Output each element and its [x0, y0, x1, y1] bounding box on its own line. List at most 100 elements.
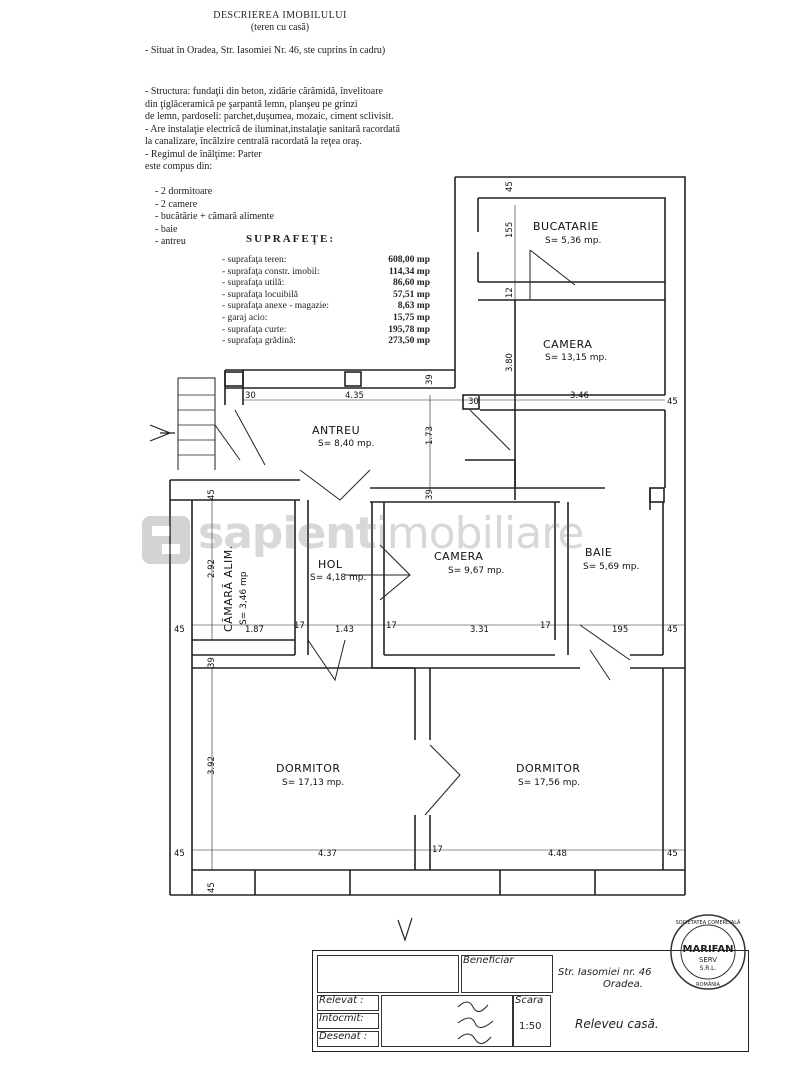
dimension-label: 39	[425, 489, 435, 500]
dimension-label: 12	[505, 287, 515, 298]
title-block-cell	[461, 955, 553, 993]
room-list-item: - 2 camere	[155, 198, 198, 210]
signature-icon	[457, 1001, 494, 1044]
watermark-text: sapientimobiliare	[198, 508, 584, 559]
stairs	[178, 394, 215, 456]
wall-line	[225, 369, 455, 389]
company-stamp: MARIFAN SERV S.R.L. SOCIETATEA COMERCIAL…	[668, 912, 748, 992]
room-area: S= 4,18 mp.	[310, 573, 366, 583]
room-name: CĂMARĂ ALIM.	[222, 545, 235, 632]
door-swing	[307, 639, 346, 682]
surface-value: 195,78 mp	[388, 324, 430, 335]
dimension-label: 4.37	[318, 849, 337, 859]
room-list-item: - bucătărie + cămară alimente	[155, 211, 274, 222]
dimension-label: 1.43	[335, 625, 354, 635]
wall-line	[480, 394, 665, 411]
dimension-label: 3.80	[505, 353, 515, 372]
dimension-label: 45	[207, 882, 217, 893]
room-list: - 2 dormitoare - 2 camere - bucătărie + …	[155, 186, 274, 249]
door-swing	[469, 409, 511, 451]
door-swing	[579, 624, 631, 681]
dimension-label: 3.92	[207, 756, 217, 775]
dimension-label: 39	[207, 657, 217, 668]
dimension-label: 195	[612, 625, 628, 635]
wall-line	[455, 176, 686, 370]
wall-line	[554, 502, 569, 655]
title-block-cell	[513, 995, 551, 1047]
city-line: Oradea.	[603, 979, 643, 990]
room-area: S= 9,67 mp.	[448, 566, 504, 576]
stairs	[177, 377, 216, 470]
surface-label: - suprafaţa locuibilă	[222, 289, 298, 300]
title-block-cell	[317, 1013, 379, 1029]
watermark: sapientimobiliare	[138, 508, 658, 572]
surface-value: 608,00 mp	[388, 255, 430, 265]
document-title: DESCRIEREA IMOBILULUI	[213, 10, 347, 21]
room-name: DORMITOR	[516, 762, 581, 775]
dimension-label: 45	[667, 397, 678, 407]
surface-label: - suprafaţa grădină:	[222, 336, 296, 347]
wall-line	[454, 177, 479, 388]
wall-line	[630, 654, 685, 669]
surface-row: - garaj acio:15,75 mp	[222, 313, 430, 325]
room-name: BUCATARIE	[533, 220, 599, 233]
dimension-label: 45	[207, 489, 217, 500]
surfaces-title: SUPRAFEŢE:	[246, 233, 336, 245]
dimension-label: 39	[425, 374, 435, 385]
surface-label: - suprafaţa anexe - magazie:	[222, 301, 330, 312]
dimension-label: 17	[294, 621, 305, 631]
room-name: DORMITOR	[276, 762, 341, 775]
room-name: CAMERA	[434, 550, 483, 563]
surface-row: - suprafaţa constr. imobil:114,34 mp	[222, 267, 430, 279]
surface-value: 273,50 mp	[388, 336, 430, 347]
structure-line: la canalizare, încălzire centrală racord…	[145, 136, 362, 147]
column-block	[649, 487, 665, 503]
room-name: ANTREU	[312, 424, 360, 437]
structure-line: - Regimul de înălţime: Parter	[145, 148, 262, 160]
wall-line	[170, 479, 300, 501]
dimension-label: 4.48	[548, 849, 567, 859]
surface-label: - suprafaţa utilă:	[222, 278, 285, 289]
structure-line: din ţiglăceramică pe şarpantă lemn, plan…	[145, 98, 358, 110]
dimension-label: 17	[540, 621, 551, 631]
dimension-label: 45	[667, 625, 678, 635]
dimension-label: 45	[174, 849, 185, 859]
svg-text:SOCIETATEA COMERCIALĂ: SOCIETATEA COMERCIALĂ	[676, 919, 741, 926]
dimension-label: 4.35	[345, 391, 364, 401]
structure-line: - Structura: fundaţii din beton, zidărie…	[145, 86, 383, 97]
scara-label: Scara	[515, 995, 544, 1006]
wall-line	[371, 502, 385, 668]
surface-value: 86,60 mp	[393, 278, 430, 289]
door-swing	[299, 469, 371, 501]
room-area: S= 5,36 mp.	[545, 236, 601, 246]
structure-line: de lemn, pardoseli: parchet,duşumea, moz…	[145, 111, 394, 122]
beneficiar-label: Beneficiar	[463, 955, 514, 966]
column-block	[462, 394, 480, 410]
desenat-label: Desenat :	[319, 1031, 368, 1042]
document-subtitle: (teren cu casă)	[250, 22, 310, 33]
surface-label: - suprafaţa constr. imobil:	[222, 266, 320, 277]
wall-line	[169, 480, 193, 895]
surface-value: 8,63 mp	[397, 301, 430, 312]
watermark-logo-icon	[142, 516, 190, 564]
title-block-cell	[381, 995, 513, 1047]
surface-row: - suprafaţa anexe - magazie: 8,63 mp	[222, 301, 430, 313]
room-area: S= 17,56 mp.	[518, 778, 580, 788]
dimension-label: 2.92	[207, 559, 217, 578]
wall-line	[664, 400, 686, 560]
dimension-label: 45	[174, 625, 185, 635]
surface-label: - suprafaţa curte:	[222, 324, 287, 335]
entry-arrow	[149, 424, 175, 442]
dimension-label: 30	[468, 397, 479, 407]
surface-row: - suprafaţa curte: 195,78 mp	[222, 325, 430, 337]
column-block	[344, 371, 362, 387]
surfaces-table: - suprafaţa teren:608,00 mp - suprafaţa …	[222, 255, 430, 348]
surface-row: - suprafaţa grădină: 273,50 mp	[222, 336, 430, 348]
wall-line	[372, 654, 580, 669]
surface-value: 57,51 mp	[393, 289, 430, 300]
title-block-cell	[317, 995, 379, 1011]
door-swing	[345, 544, 411, 601]
door-swing	[529, 249, 576, 300]
dimension-label: 45	[505, 181, 515, 192]
